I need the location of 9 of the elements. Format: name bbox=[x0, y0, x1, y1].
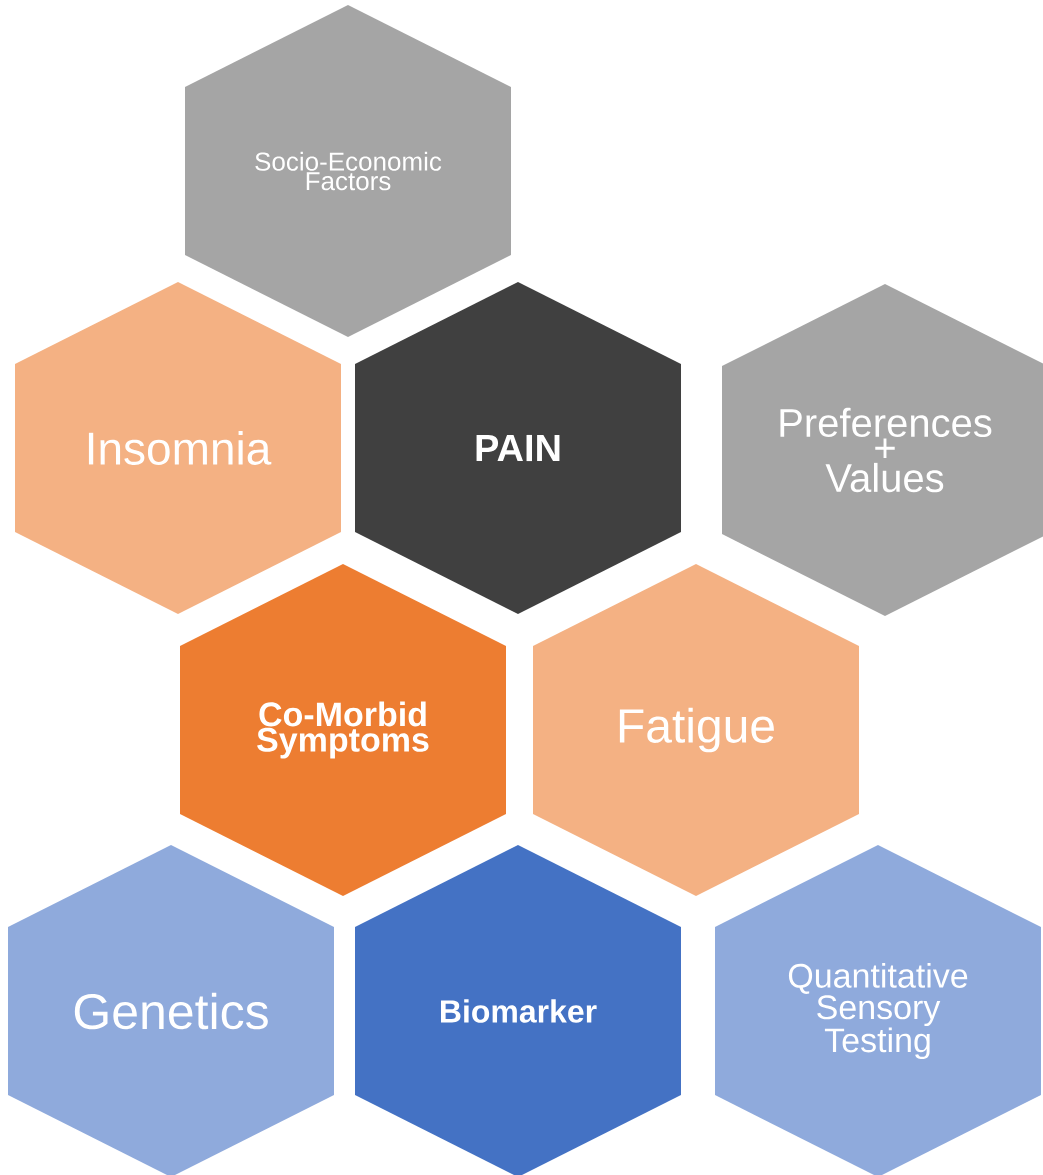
hexagon: Genetics bbox=[8, 845, 334, 1175]
hexagon: Preferences + Values bbox=[722, 284, 1043, 616]
hexagon: Biomarker bbox=[355, 845, 681, 1175]
hexagon: Socio-Economic Factors bbox=[185, 5, 511, 337]
hexagon: Quantitative Sensory Testing bbox=[715, 845, 1041, 1175]
hexagon: PAIN bbox=[355, 282, 681, 614]
hexagon: Fatigue bbox=[533, 564, 859, 896]
hexagon: Insomnia bbox=[15, 282, 341, 614]
hexagon: Co-Morbid Symptoms bbox=[180, 564, 506, 896]
